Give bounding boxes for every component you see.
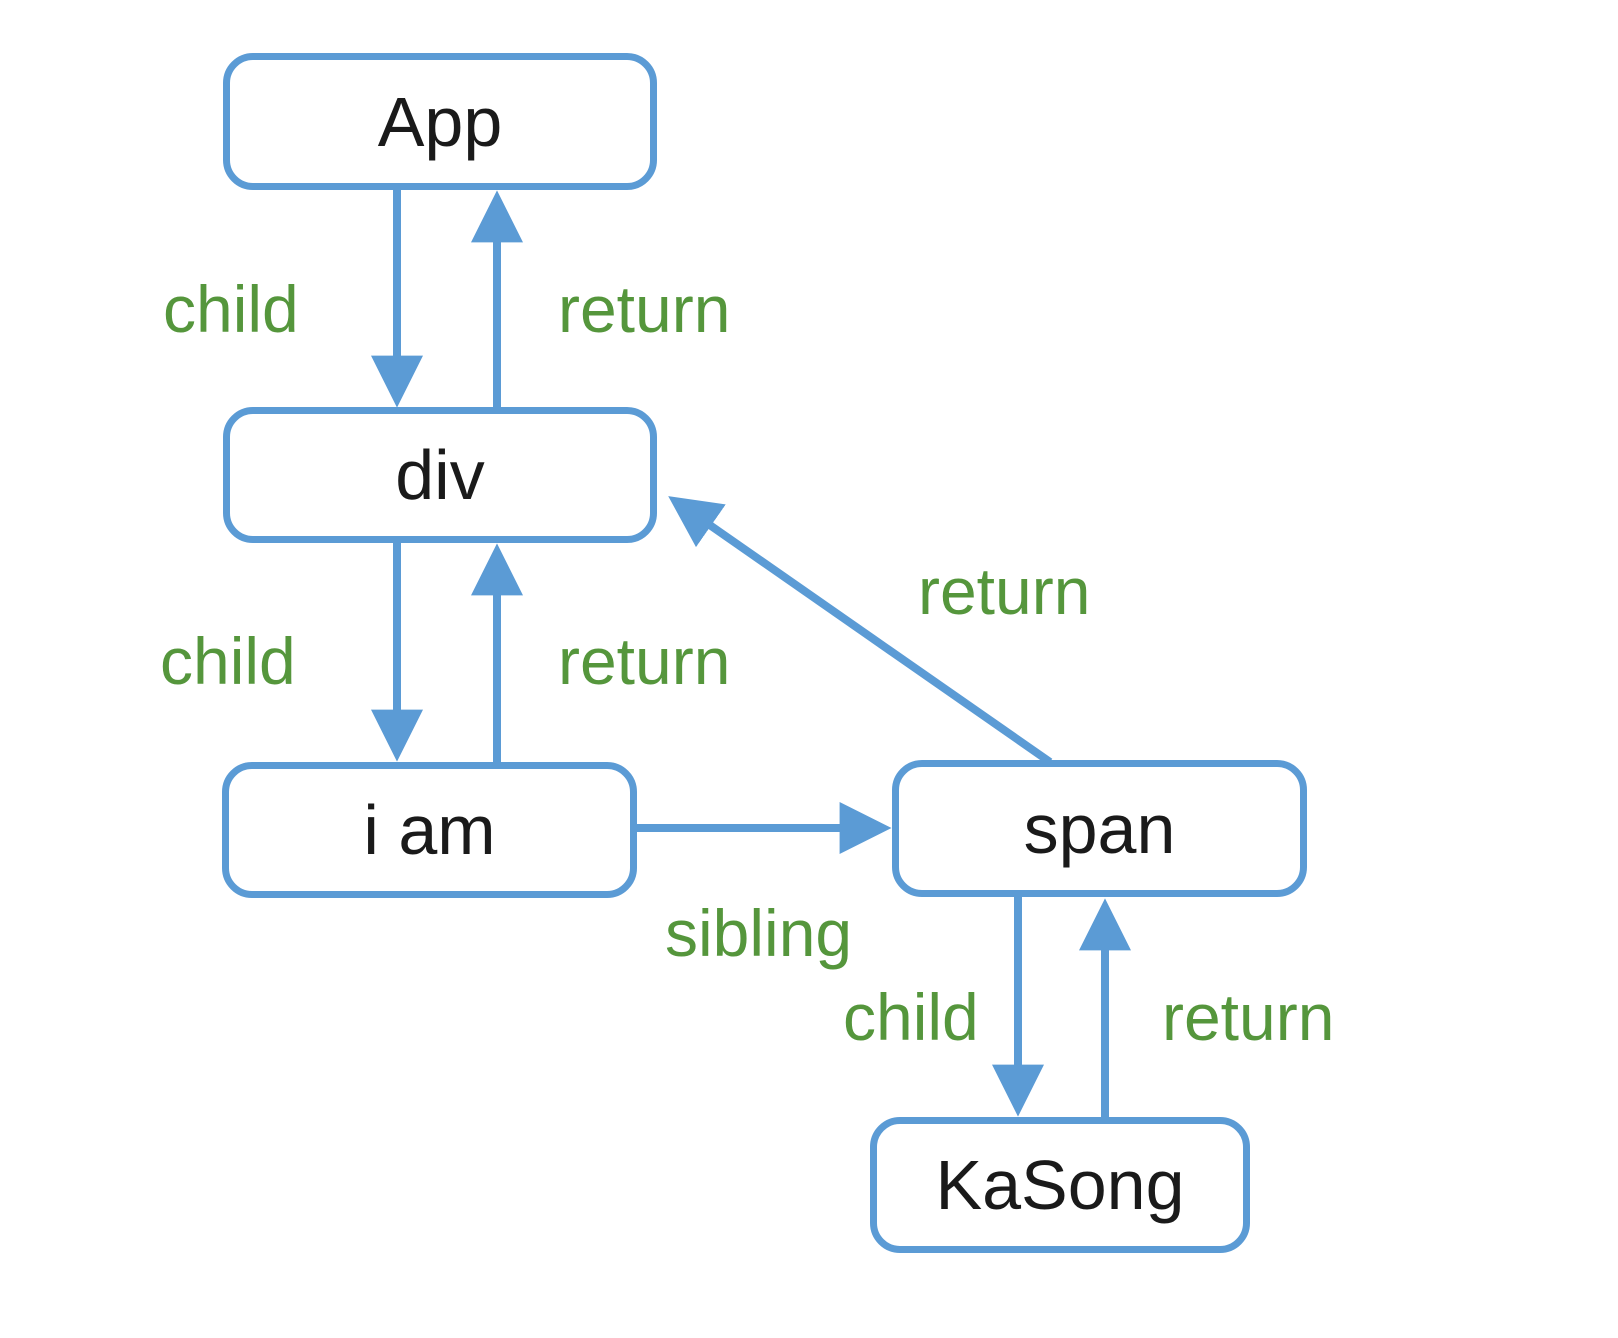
node-div-label: div <box>395 436 485 514</box>
arrow-return-span-div <box>668 496 1053 766</box>
edge-label-return-div-app: return <box>558 272 731 346</box>
edge-label-child-span-kasong: child <box>843 980 979 1054</box>
edge-label-child-div-iam: child <box>160 624 296 698</box>
node-div: div <box>223 407 657 543</box>
edge-label-sibling-iam-span: sibling <box>665 896 853 970</box>
edge-label-return-kasong-span: return <box>1162 980 1335 1054</box>
edge-label-child-app-div: child <box>163 272 299 346</box>
node-kasong-label: KaSong <box>935 1146 1185 1224</box>
node-span: span <box>892 760 1307 897</box>
node-i-am: i am <box>222 762 637 898</box>
node-app-label: App <box>377 82 503 161</box>
edge-label-return-span-div: return <box>918 554 1091 628</box>
node-kasong: KaSong <box>870 1117 1250 1253</box>
node-span-label: span <box>1023 789 1176 868</box>
node-app: App <box>223 53 657 190</box>
edge-label-return-iam-div: return <box>558 624 731 698</box>
node-i-am-label: i am <box>363 791 496 869</box>
